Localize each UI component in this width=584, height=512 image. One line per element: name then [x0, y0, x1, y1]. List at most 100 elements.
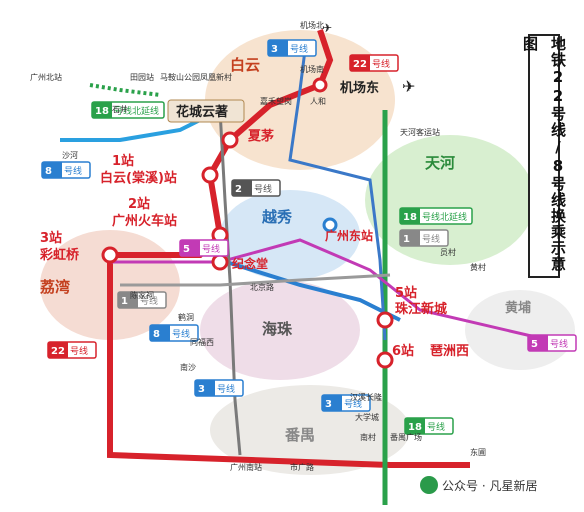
station-label: 北京路	[250, 282, 274, 292]
line-badge: 8 号线	[149, 324, 199, 342]
line-5-path	[110, 238, 571, 347]
station-marker-caihong	[101, 246, 119, 264]
station-marker-airport	[312, 77, 328, 93]
airplane-icon: ✈	[322, 21, 332, 35]
station-label: 汉溪长隆	[350, 392, 382, 402]
line-badge: 3 号线	[321, 394, 371, 412]
line-badge-fill	[322, 395, 342, 411]
station-label: 广州北站	[30, 72, 62, 82]
line-badge-fill	[350, 55, 370, 71]
station-label: 南沙	[180, 362, 196, 372]
line-badge: 1 号线	[117, 291, 167, 309]
line-badge-number: 8	[153, 329, 160, 340]
line-badge-text: 号线	[344, 398, 362, 410]
station-label-major: 花城云著	[176, 104, 228, 120]
station-label: 凤凰新村	[200, 72, 232, 82]
line-badge-text: 号线	[290, 43, 308, 55]
airplane-icon: ✈	[402, 77, 415, 96]
station-label: 南村	[360, 432, 376, 442]
district-label: 海珠	[262, 320, 293, 338]
line-badge-number: 22	[353, 59, 367, 70]
line-badge-text: 号线	[427, 421, 445, 433]
line-badge-number: 22	[51, 346, 65, 357]
line-badge-text: 号线	[172, 328, 190, 340]
line-badge: 5 号线	[179, 239, 229, 257]
station-label-major: 夏茅	[247, 128, 274, 144]
line-3-path	[288, 49, 387, 341]
line-badge-text: 号线北延线	[422, 211, 467, 223]
station-marker-pazhou	[376, 351, 394, 369]
station-label: 市广路	[290, 462, 314, 472]
line-badge: 1 号线	[399, 229, 449, 247]
line-badge-number: 3	[325, 399, 332, 410]
station-label: 员村	[440, 247, 456, 257]
line-badge: 3 号线	[267, 39, 317, 57]
line-badge-fill	[42, 162, 62, 178]
station-label: 机场北	[300, 20, 324, 30]
line-badge-number: 18	[408, 422, 422, 433]
station-label: 天河客运站	[400, 127, 440, 137]
transfer-name: 广州火车站	[112, 213, 177, 229]
line-badge-fill	[92, 102, 112, 118]
wechat-icon	[420, 476, 438, 494]
station-label: 机场南	[300, 64, 324, 74]
line-badge-text: 号线	[202, 243, 220, 255]
line-badge-number: 5	[183, 244, 190, 255]
transfer-number: 5站	[395, 285, 417, 301]
line-badge-number: 3	[271, 44, 278, 55]
line-badge-text: 号线	[254, 183, 272, 195]
line-badge-text: 号线	[64, 165, 82, 177]
station-label: 石井	[112, 104, 128, 114]
line-badge-number: 3	[198, 384, 205, 395]
station-marker-zhujiang	[376, 311, 394, 329]
line-badge-fill	[405, 418, 425, 434]
line-badge-text: 号线	[140, 295, 158, 307]
line-badge: 18 号线	[404, 417, 454, 435]
station-label: 同福西	[190, 338, 214, 347]
district-label: 越秀	[261, 208, 293, 226]
transfer-number: 2站	[128, 196, 150, 212]
station-marker-baiyun	[201, 166, 219, 184]
station-label: 沙河	[62, 150, 78, 160]
line-badge-number: 1	[121, 296, 128, 307]
line-18-north-path	[89, 83, 161, 97]
transfer-number: 6站	[392, 343, 414, 359]
line-badge-text: 号线	[217, 383, 235, 395]
line-badge-fill	[400, 230, 420, 246]
transfer-number: 1站	[112, 153, 134, 169]
station-label: 番禺广场	[390, 432, 422, 442]
district-label: 荔湾	[40, 278, 70, 296]
station-marker-xiamao	[221, 131, 239, 149]
transfer-name: 彩虹桥	[39, 247, 80, 263]
line-1-path	[120, 273, 391, 287]
station-label: 黄村	[470, 262, 486, 272]
transfer-number: 3站	[40, 230, 62, 246]
line-badge-number: 8	[45, 166, 52, 177]
line-badge-number: 1	[403, 234, 410, 245]
line-badge: 8 号线	[41, 161, 91, 179]
station-label: 大学城	[355, 412, 379, 422]
line-badge-fill	[400, 208, 420, 224]
line-badge-fill	[48, 342, 68, 358]
station-label-major: 机场东	[340, 80, 379, 96]
transfer-name: 琶洲西	[430, 343, 469, 359]
watermark: 公众号 · 凡星新居	[420, 476, 537, 494]
station-label: 陈家祠	[130, 290, 154, 300]
line-badge-fill	[180, 240, 200, 256]
line-2-path	[218, 109, 242, 456]
watermark-text: 公众号 · 凡星新居	[442, 478, 538, 493]
line-badge-fill	[195, 380, 215, 396]
station-label: 人和	[310, 97, 326, 106]
station-label: 马鞍山公园	[160, 72, 200, 82]
line-badge-number: 2	[235, 184, 242, 195]
station-marker-guangzhoudong	[322, 217, 338, 233]
line-badge-fill	[268, 40, 288, 56]
station-label: 田园站	[130, 72, 154, 82]
line-badge-text: 号线	[422, 233, 440, 245]
line-badge-fill	[232, 180, 252, 196]
